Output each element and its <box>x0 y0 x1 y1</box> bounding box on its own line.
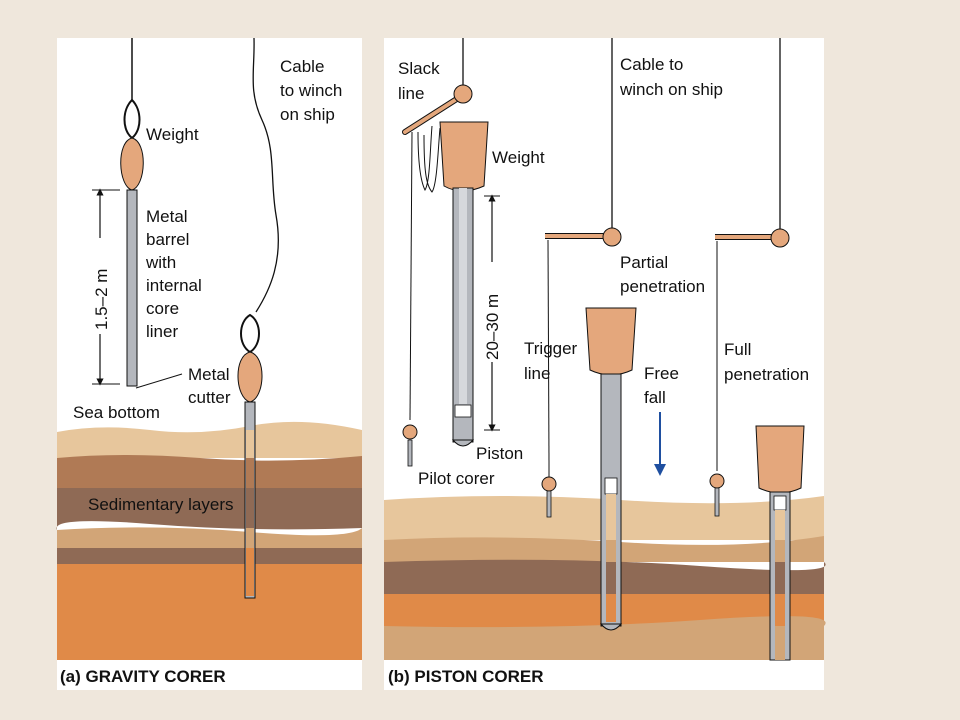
svg-text:Partial: Partial <box>620 253 668 272</box>
trigger-line <box>409 131 413 421</box>
label-dimension: 20–30 m <box>483 294 502 360</box>
svg-text:Slack: Slack <box>398 59 440 78</box>
release-ball <box>770 228 790 248</box>
weight <box>120 137 144 191</box>
svg-text:Cable to: Cable to <box>620 55 683 74</box>
svg-text:Trigger: Trigger <box>524 339 578 358</box>
svg-text:winch on ship: winch on ship <box>619 80 723 99</box>
caption-band <box>57 660 362 690</box>
label-piston: Piston <box>476 444 523 463</box>
svg-text:Full: Full <box>724 340 751 359</box>
label-full-penetration: Full penetration <box>724 340 809 384</box>
svg-text:Free: Free <box>644 364 679 383</box>
gravity-corer-suspended <box>90 38 144 387</box>
sediment-layer <box>384 616 826 660</box>
weight <box>585 307 637 376</box>
svg-text:penetration: penetration <box>724 365 809 384</box>
label-trigger-line: Trigger line <box>524 339 578 383</box>
label-partial-penetration: Partial penetration <box>620 253 705 296</box>
trigger-arm <box>403 93 465 134</box>
sediment-layer <box>57 455 362 488</box>
caption-piston-corer: (b) PISTON CORER <box>388 667 544 686</box>
label-cutter: Metal cutter <box>188 365 231 407</box>
sediment-layer <box>57 421 362 458</box>
piston-corer-partial <box>541 38 666 631</box>
svg-text:to winch: to winch <box>280 81 342 100</box>
piston <box>773 495 787 511</box>
trigger-line <box>547 239 550 463</box>
winch-cable <box>252 37 279 313</box>
sediment-layer <box>57 564 362 660</box>
piston-corer-full <box>709 38 805 661</box>
svg-text:Metal: Metal <box>146 207 188 226</box>
slack-line <box>417 125 433 192</box>
panel-a-sediment <box>56 421 362 690</box>
label-sea-bottom: Sea bottom <box>73 403 160 422</box>
svg-text:on ship: on ship <box>280 105 335 124</box>
panel-piston-corer: Slack line Cable to winch on ship Weight… <box>384 38 826 690</box>
pilot-corer-weight <box>709 473 725 489</box>
weight <box>439 121 489 192</box>
svg-text:line: line <box>524 364 550 383</box>
svg-text:core: core <box>146 299 179 318</box>
pilot-corer <box>546 490 552 518</box>
caption-gravity-corer: (a) GRAVITY CORER <box>60 667 226 686</box>
label-sedimentary-layers: Sedimentary layers <box>88 495 234 514</box>
piston <box>454 404 472 418</box>
label-cable: Cable to winch on ship <box>280 57 342 124</box>
metal-barrel <box>126 189 138 387</box>
svg-text:fall: fall <box>644 388 666 407</box>
pilot-corer <box>407 439 413 467</box>
sediment-layer <box>57 548 362 564</box>
label-pilot-corer: Pilot corer <box>418 469 495 488</box>
weight <box>755 425 805 494</box>
svg-text:line: line <box>398 84 424 103</box>
label-free-fall: Free fall <box>644 364 679 407</box>
sediment-layer <box>56 488 362 530</box>
release-ball <box>453 84 473 104</box>
weight <box>237 351 263 403</box>
panel-gravity-corer: Weight Metal barrel with internal core l… <box>56 37 362 690</box>
pilot-corer-weight <box>402 424 418 440</box>
label-dimension: 1.5–2 m <box>92 269 111 330</box>
svg-text:Metal: Metal <box>188 365 230 384</box>
svg-text:with: with <box>145 253 176 272</box>
gravity-corer-penetrating <box>237 313 263 599</box>
svg-text:penetration: penetration <box>620 277 705 296</box>
label-slack-line: Slack line <box>398 59 440 103</box>
label-barrel: Metal barrel with internal core liner <box>145 207 202 341</box>
svg-text:internal: internal <box>146 276 202 295</box>
svg-text:Cable: Cable <box>280 57 324 76</box>
piston-corer-armed <box>402 38 502 467</box>
label-weight: Weight <box>492 148 545 167</box>
svg-text:cutter: cutter <box>188 388 231 407</box>
label-cable: Cable to winch on ship <box>619 55 723 99</box>
svg-text:liner: liner <box>146 322 178 341</box>
label-weight: Weight <box>146 125 199 144</box>
pilot-corer <box>714 487 720 517</box>
svg-text:barrel: barrel <box>146 230 189 249</box>
piston <box>604 477 618 495</box>
pilot-corer-weight <box>541 476 557 492</box>
sediment-layer <box>57 527 362 548</box>
caption-band <box>384 660 824 690</box>
release-ball <box>602 227 622 247</box>
